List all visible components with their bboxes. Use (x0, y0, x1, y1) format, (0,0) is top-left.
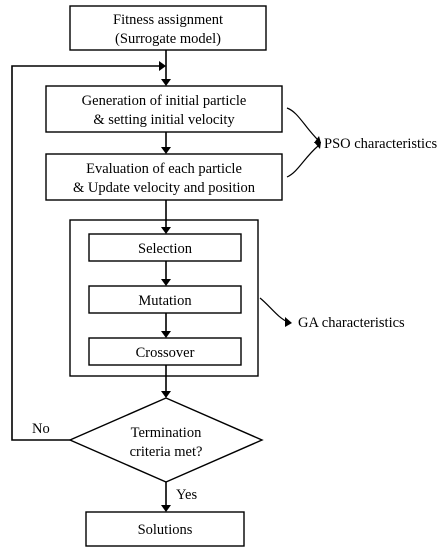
crossover-label: Crossover (136, 345, 195, 361)
pso-characteristics-label: PSO characteristics (324, 136, 438, 152)
mutation-label: Mutation (138, 293, 192, 309)
solutions-label: Solutions (138, 522, 193, 538)
connector-evaluation-to-selection (161, 200, 171, 234)
yes-edge-label: Yes (176, 487, 197, 503)
ga-characteristics-label: GA characteristics (298, 315, 405, 331)
solutions-node: Solutions (85, 511, 245, 547)
no-edge-label: No (32, 421, 50, 437)
generation-line1: Generation of initial particle (82, 93, 247, 109)
connector-fitness-to-generation (161, 50, 171, 86)
mutation-node: Mutation (88, 285, 242, 314)
connector-generation-to-evaluation (161, 132, 171, 154)
connector-selection-to-mutation (161, 261, 171, 286)
evaluation-line1: Evaluation of each particle (86, 161, 242, 177)
connector-termination-to-solutions (161, 482, 171, 512)
pso-annotation-connectors (286, 107, 321, 178)
termination-decision-node: Termination criteria met? (68, 397, 264, 483)
selection-node: Selection (88, 233, 242, 262)
fitness-assignment-line2: (Surrogate model) (115, 31, 221, 47)
termination-line2: criteria met? (130, 444, 203, 460)
generation-line2: & setting initial velocity (93, 112, 235, 128)
evaluation-node: Evaluation of each particle & Update vel… (45, 153, 283, 201)
loop-back-no-connector (11, 61, 166, 441)
selection-label: Selection (138, 241, 193, 257)
termination-line1: Termination (131, 425, 202, 441)
connector-crossover-to-termination (161, 365, 171, 398)
crossover-node: Crossover (88, 337, 242, 366)
evaluation-line2: & Update velocity and position (73, 180, 256, 196)
ga-annotation-connector (259, 297, 292, 327)
fitness-assignment-line1: Fitness assignment (113, 12, 223, 28)
fitness-assignment-node: Fitness assignment (Surrogate model) (69, 5, 267, 51)
connector-mutation-to-crossover (161, 313, 171, 338)
generation-node: Generation of initial particle & setting… (45, 85, 283, 133)
